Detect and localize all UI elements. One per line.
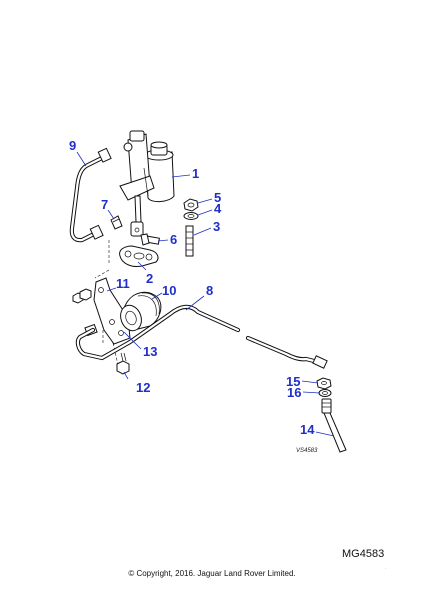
gasket-2 bbox=[119, 245, 159, 267]
callout-1: 1 bbox=[192, 166, 199, 181]
master-cylinder-1 bbox=[119, 130, 175, 237]
copyright-notice: © Copyright, 2016. Jaguar Land Rover Lim… bbox=[128, 569, 296, 578]
callout-10: 10 bbox=[162, 283, 176, 298]
callout-14: 14 bbox=[300, 422, 315, 437]
slave-cylinder-10 bbox=[120, 291, 162, 332]
callout-5: 5 bbox=[214, 190, 221, 205]
callout-3: 3 bbox=[213, 219, 220, 234]
callout-2: 2 bbox=[146, 271, 153, 286]
callout-12: 12 bbox=[136, 380, 150, 395]
callout-4: 4 bbox=[214, 201, 222, 216]
alignment-line bbox=[112, 342, 119, 366]
hose-14 bbox=[321, 398, 347, 453]
callouts: 1 2 3 4 5 6 7 8 9 10 11 12 13 14 15 16 bbox=[69, 138, 315, 437]
alignment-line bbox=[94, 269, 110, 279]
callout-7: 7 bbox=[101, 197, 108, 212]
callout-11: 11 bbox=[116, 276, 130, 291]
callout-13: 13 bbox=[143, 344, 157, 359]
bolt-12 bbox=[116, 352, 130, 375]
nut-15 bbox=[316, 377, 332, 390]
callout-6: 6 bbox=[170, 232, 177, 247]
pipe-9 bbox=[69, 147, 112, 243]
washer-16 bbox=[318, 389, 332, 397]
nut-5 bbox=[183, 198, 199, 212]
callout-8: 8 bbox=[206, 283, 213, 298]
stud-3 bbox=[185, 225, 194, 257]
washer-4 bbox=[183, 212, 199, 220]
drawing-number: VS4583 bbox=[296, 448, 318, 454]
callout-15: 15 bbox=[286, 374, 300, 389]
leader-lines bbox=[76, 151, 335, 437]
callout-16: 16 bbox=[287, 385, 301, 400]
reference-code: MG4583 bbox=[342, 548, 385, 560]
bolt-6 bbox=[140, 233, 160, 246]
pipe-8 bbox=[75, 304, 328, 369]
nut-small bbox=[72, 288, 92, 304]
corner-mark: · bbox=[385, 566, 387, 571]
clip-7 bbox=[110, 215, 123, 230]
callout-9: 9 bbox=[69, 138, 76, 153]
